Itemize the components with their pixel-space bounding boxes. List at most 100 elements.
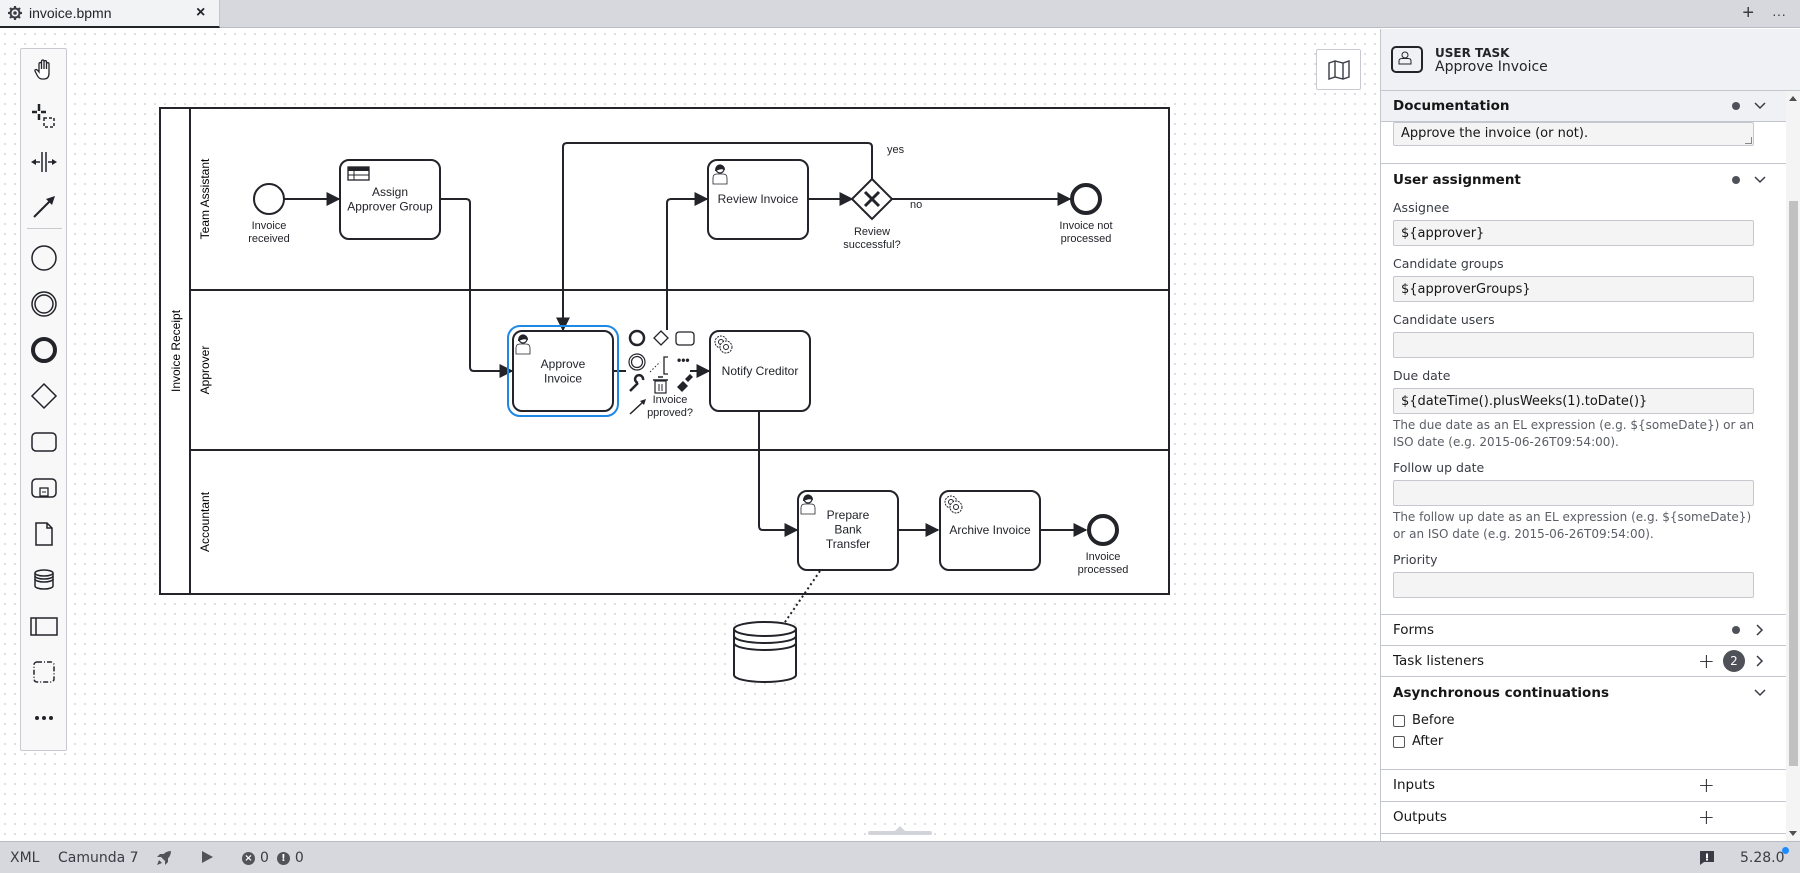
- deploy-button[interactable]: [155, 849, 173, 867]
- end-event-invoice-not-processed[interactable]: [1070, 183, 1102, 215]
- exclusive-x-icon: [863, 190, 881, 208]
- start-event-invoice-received[interactable]: [253, 183, 285, 215]
- assignee-input[interactable]: [1393, 220, 1754, 246]
- append-gateway-icon[interactable]: [653, 330, 669, 346]
- append-end-event-icon[interactable]: [628, 329, 646, 347]
- async-after-checkbox[interactable]: [1393, 735, 1405, 748]
- version-button[interactable]: 5.28.0: [1740, 850, 1785, 866]
- create-data-object[interactable]: [29, 519, 59, 549]
- connect-arrow-icon[interactable]: [629, 399, 646, 415]
- minimap-toggle-button[interactable]: [1316, 49, 1361, 90]
- task-prepare-bank-transfer[interactable]: [797, 490, 899, 571]
- due-date-input[interactable]: [1393, 388, 1754, 414]
- create-end-event[interactable]: [29, 335, 59, 365]
- append-text-annotation-icon[interactable]: [649, 356, 668, 375]
- async-before-checkbox-row[interactable]: Before: [1393, 713, 1455, 728]
- paint-brush-icon[interactable]: [677, 374, 693, 392]
- tab-invoice-bpmn[interactable]: invoice.bpmn ×: [0, 0, 220, 28]
- candidate-groups-input[interactable]: [1393, 276, 1754, 302]
- create-start-event[interactable]: [29, 243, 59, 273]
- group-user-assignment-header[interactable]: User assignment: [1381, 165, 1786, 195]
- chevron-down-icon[interactable]: [1753, 686, 1767, 700]
- xml-view-button[interactable]: XML: [10, 850, 40, 866]
- create-subprocess[interactable]: [29, 473, 59, 503]
- group-outputs-header[interactable]: Outputs +: [1381, 802, 1786, 832]
- task-notify-creditor[interactable]: [709, 330, 811, 412]
- lasso-icon: [32, 104, 55, 128]
- resize-grip-icon[interactable]: [1745, 137, 1752, 144]
- candidate-users-input[interactable]: [1393, 332, 1754, 358]
- warning-icon: !: [276, 851, 290, 865]
- follow-up-date-input[interactable]: [1393, 480, 1754, 506]
- properties-scroll-area[interactable]: Documentation Approve the invoice (or no…: [1381, 91, 1786, 841]
- engine-version-button[interactable]: Camunda 7: [58, 850, 139, 866]
- new-tab-button[interactable]: +: [1742, 2, 1754, 24]
- flow-assign-to-approve[interactable]: [440, 198, 514, 378]
- task-archive-invoice[interactable]: [939, 490, 1041, 571]
- chevron-down-icon[interactable]: [1753, 99, 1767, 113]
- close-tab-icon[interactable]: ×: [196, 4, 206, 21]
- properties-scrollbar[interactable]: [1786, 91, 1800, 841]
- space-tool[interactable]: [29, 147, 59, 177]
- append-task-icon[interactable]: [675, 331, 695, 346]
- data-object-icon: [35, 522, 53, 546]
- create-data-store[interactable]: [29, 565, 59, 595]
- data-store[interactable]: [733, 621, 797, 683]
- start-instance-button[interactable]: [200, 850, 214, 864]
- add-output-button[interactable]: +: [1698, 805, 1715, 829]
- wrench-icon[interactable]: [629, 373, 645, 392]
- add-input-button[interactable]: +: [1698, 773, 1715, 797]
- scroll-up-icon[interactable]: [1789, 96, 1797, 101]
- more-icon[interactable]: •••: [677, 353, 690, 367]
- more-tools[interactable]: [29, 703, 59, 733]
- async-before-checkbox[interactable]: [1393, 714, 1405, 727]
- create-task[interactable]: [29, 427, 59, 457]
- data-association[interactable]: [782, 570, 821, 626]
- chevron-right-icon[interactable]: [1753, 623, 1767, 637]
- group-title: Forms: [1393, 622, 1435, 638]
- task-review-invoice[interactable]: [707, 159, 809, 240]
- group-async-continuations-header[interactable]: Asynchronous continuations: [1381, 678, 1786, 708]
- error-count: 0: [260, 850, 269, 866]
- create-gateway[interactable]: [29, 381, 59, 411]
- user-task-icon: [1391, 46, 1423, 73]
- chevron-down-icon[interactable]: [1753, 173, 1767, 187]
- end-event-invoice-processed[interactable]: [1087, 514, 1119, 546]
- trash-icon[interactable]: [653, 376, 668, 394]
- task-approve-invoice[interactable]: [512, 330, 614, 412]
- group-documentation-header[interactable]: Documentation: [1381, 91, 1786, 121]
- flow-gateway-yes[interactable]: [556, 142, 873, 332]
- diagram-canvas[interactable]: Invoice Receipt Team Assistant Approver …: [0, 29, 1380, 841]
- group-inputs-header[interactable]: Inputs +: [1381, 770, 1786, 800]
- async-after-checkbox-row[interactable]: After: [1393, 734, 1443, 749]
- pool-label: Invoice Receipt: [169, 309, 183, 392]
- group-title: Outputs: [1393, 809, 1447, 825]
- flow-gateway-to-review[interactable]: [666, 192, 709, 330]
- warning-count: 0: [294, 850, 304, 866]
- chevron-right-icon[interactable]: [1753, 654, 1767, 668]
- problems-button[interactable]: × 0 ! 0: [242, 850, 304, 866]
- create-intermediate-event[interactable]: [29, 289, 59, 319]
- panel-resize-handle[interactable]: [868, 826, 932, 835]
- create-pool[interactable]: [29, 611, 59, 641]
- feedback-button[interactable]: [1699, 850, 1715, 866]
- group-forms-header[interactable]: Forms: [1381, 615, 1786, 645]
- priority-input[interactable]: [1393, 572, 1754, 598]
- more-options-button[interactable]: ···: [1772, 6, 1786, 22]
- selection-outline: [507, 325, 619, 417]
- label-line: Approve: [541, 357, 586, 371]
- add-task-listener-button[interactable]: +: [1698, 649, 1715, 673]
- create-group[interactable]: [29, 657, 59, 687]
- flow-notify-to-prepare[interactable]: [758, 411, 799, 537]
- documentation-textarea[interactable]: Approve the invoice (or not).: [1393, 122, 1754, 146]
- label-line: pproved?: [647, 407, 693, 419]
- scrollbar-thumb[interactable]: [1789, 201, 1798, 766]
- hand-tool[interactable]: [29, 55, 59, 85]
- group-task-listeners-header[interactable]: Task listeners + 2: [1381, 646, 1786, 676]
- append-intermediate-event-icon[interactable]: [628, 353, 646, 371]
- global-connect-tool[interactable]: [29, 192, 59, 222]
- lasso-tool[interactable]: [29, 101, 59, 131]
- scroll-down-icon[interactable]: [1789, 831, 1797, 836]
